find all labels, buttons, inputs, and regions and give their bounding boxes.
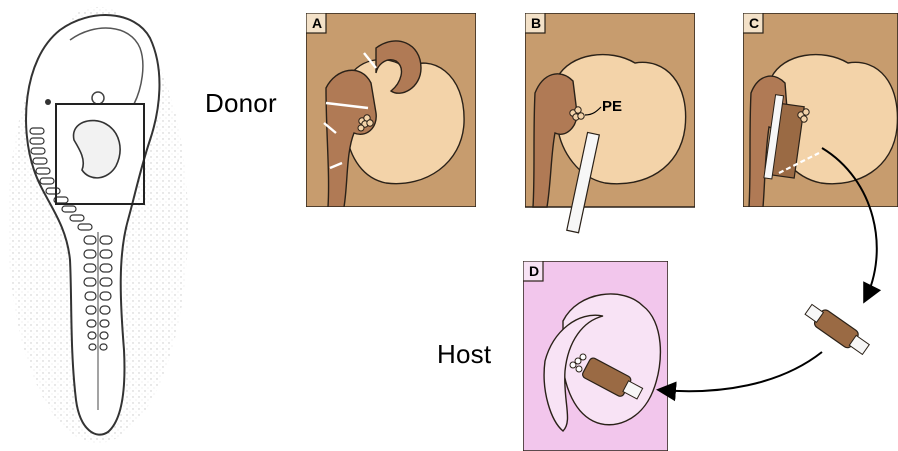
arrow-to-free-graft [822,148,877,300]
arrow-to-host [660,352,822,391]
free-graft [803,301,872,358]
